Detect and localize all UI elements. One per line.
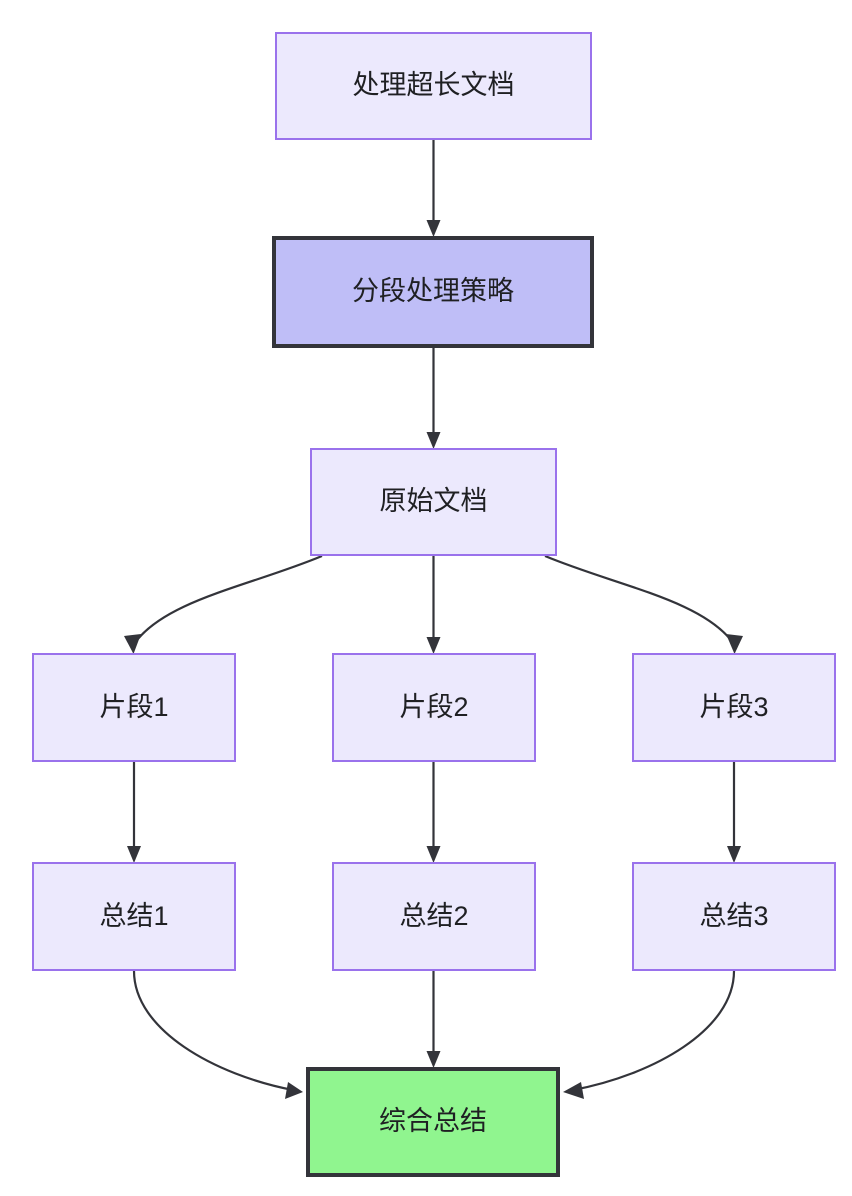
node-fragment-2[interactable]: 片段2 [332, 653, 536, 762]
node-summary-2[interactable]: 总结2 [332, 862, 536, 971]
edge-n9-n10 [563, 970, 736, 1099]
node-label: 分段处理策略 [352, 276, 514, 307]
node-original-document[interactable]: 原始文档 [310, 448, 557, 556]
node-process-long-document[interactable]: 处理超长文档 [275, 32, 592, 140]
node-fragment-3[interactable]: 片段3 [632, 653, 836, 762]
node-label: 片段1 [99, 691, 169, 722]
edge-n3-n4 [124, 554, 323, 654]
edge-n2-n3 [426, 348, 441, 449]
node-label: 片段3 [699, 691, 769, 722]
edge-n1-n2 [426, 140, 441, 237]
edge-n6-n9 [727, 762, 741, 863]
node-comprehensive-summary[interactable]: 综合总结 [306, 1067, 560, 1177]
node-label: 原始文档 [379, 486, 488, 517]
node-label: 总结1 [99, 900, 169, 931]
node-fragment-1[interactable]: 片段1 [32, 653, 236, 762]
node-label: 总结3 [699, 900, 769, 931]
node-summary-3[interactable]: 总结3 [632, 862, 836, 971]
edge-n7-n10 [132, 970, 303, 1099]
node-label: 处理超长文档 [352, 70, 515, 101]
edge-n5-n8 [426, 762, 441, 863]
node-label: 综合总结 [379, 1106, 487, 1137]
edge-n3-n6 [544, 554, 743, 654]
node-label: 总结2 [399, 900, 469, 931]
node-summary-1[interactable]: 总结1 [32, 862, 236, 971]
edge-n3-n5 [426, 556, 441, 654]
edge-n4-n7 [127, 762, 141, 863]
edge-n8-n10 [426, 971, 441, 1068]
node-chunking-strategy[interactable]: 分段处理策略 [272, 236, 594, 348]
node-label: 片段2 [399, 691, 469, 722]
